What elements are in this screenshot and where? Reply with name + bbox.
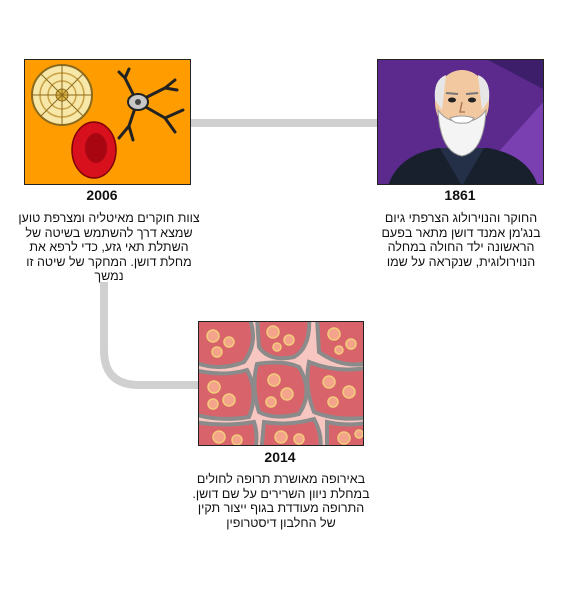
event-year: 2014 [264, 449, 296, 465]
event-description: באירופה מאושרת תרופה לחולים במחלת ניוון … [192, 472, 370, 530]
event-year: 1861 [444, 187, 476, 203]
stem-cells-image [24, 59, 191, 185]
muscle-tissue-icon [199, 322, 363, 445]
portrait-image [377, 59, 544, 185]
muscle-tissue-image [198, 321, 364, 446]
event-description: החוקר והנוירולוג הצרפתי גיום בנג'מן אמנד… [381, 211, 541, 269]
event-description: צוות חוקרים מאיטליה ומצרפת טוען שמצא דרך… [18, 211, 200, 283]
bearded-scientist-portrait-icon [378, 60, 543, 184]
stem-cells-icon [25, 60, 190, 184]
event-year: 2006 [86, 187, 118, 203]
